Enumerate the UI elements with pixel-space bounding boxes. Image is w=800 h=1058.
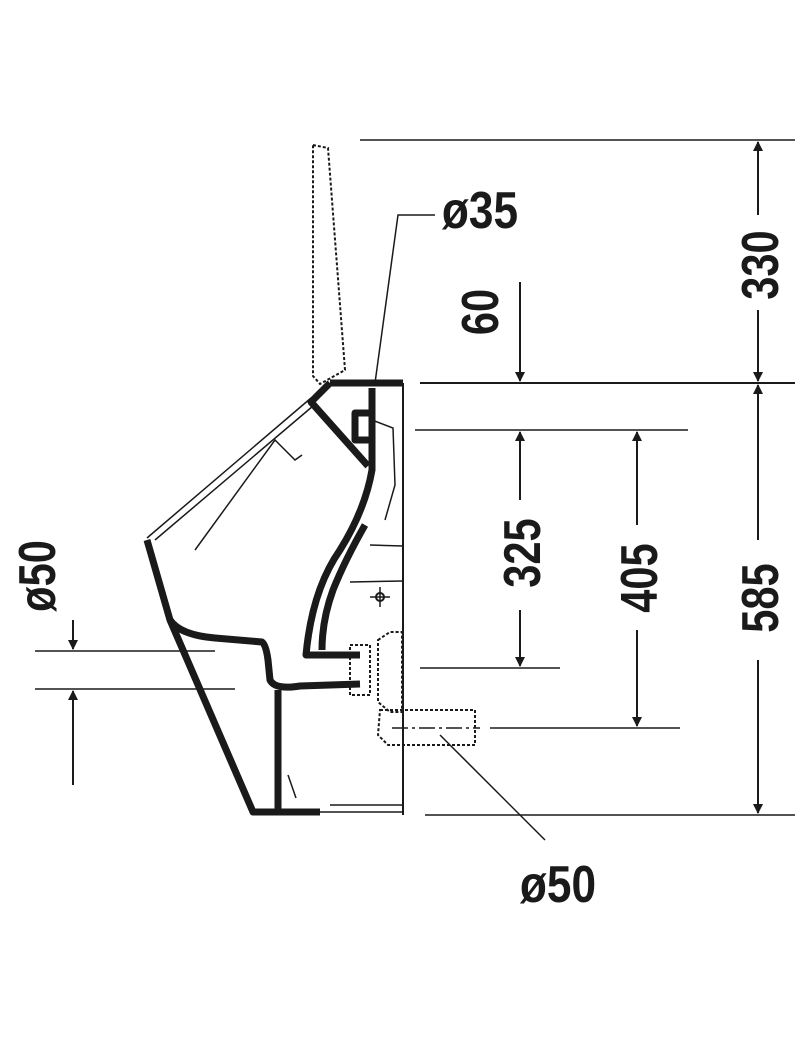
- dim-585-label: 585: [731, 563, 790, 632]
- dimension-arrows: [68, 141, 763, 841]
- outlet-fitting: [349, 631, 480, 746]
- dim-inlet-diameter-label: ø35: [442, 182, 518, 240]
- dim-left-diameter-label: ø50: [8, 540, 67, 612]
- dim-405-label: 405: [610, 543, 669, 612]
- dim-325-label: 325: [493, 518, 552, 587]
- dim-60-label: 60: [451, 289, 510, 335]
- urinal-body: [143, 379, 404, 816]
- dim-330-label: 330: [731, 230, 790, 299]
- extension-lines: [35, 139, 795, 816]
- urinal-lid: [312, 143, 347, 386]
- dim-outlet-diameter-label: ø50: [520, 856, 596, 914]
